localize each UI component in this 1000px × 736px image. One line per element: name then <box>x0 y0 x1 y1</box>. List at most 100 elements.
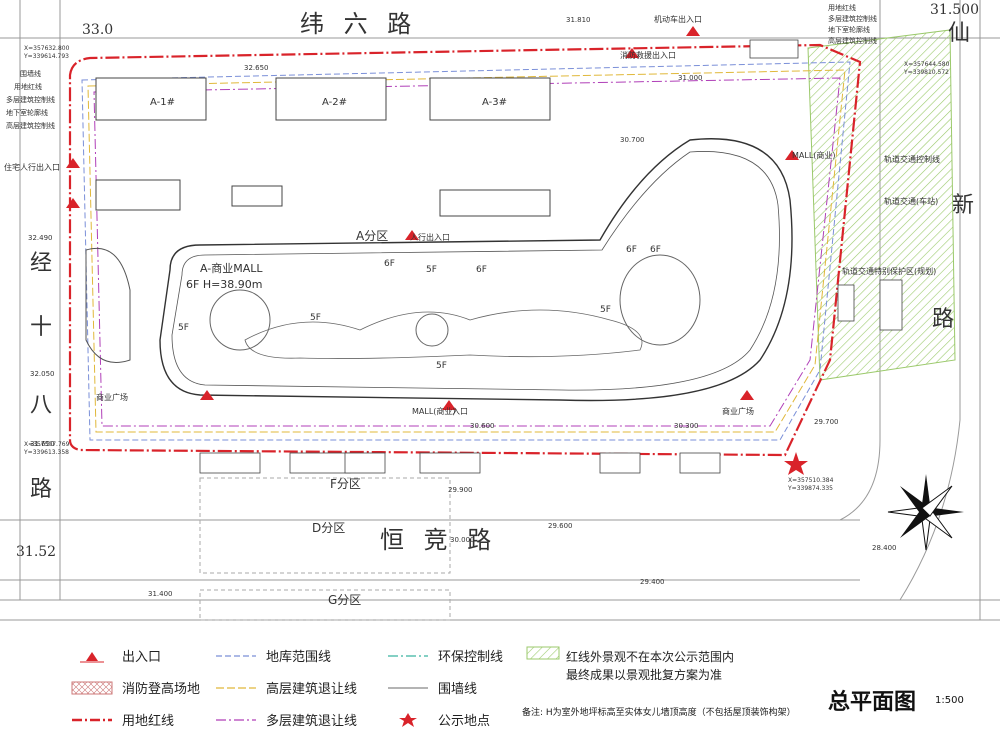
legend-star-label: 公示地点 <box>438 714 491 729</box>
svg-text:多层建筑控制线: 多层建筑控制线 <box>6 95 55 104</box>
zone-f: F分区 <box>330 477 361 491</box>
svg-text:32.050: 32.050 <box>30 370 55 378</box>
legend-multistory: 多层建筑退让线 <box>214 710 357 729</box>
svg-text:30.700: 30.700 <box>620 136 645 144</box>
label-rail-protection: 轨道交通特别保护区(规划) <box>842 266 936 276</box>
drawing-scale: 1:500 <box>935 695 964 706</box>
label-rail-control: 轨道交通控制线 <box>884 154 940 164</box>
floor-label-8: 6F <box>650 245 661 255</box>
legend-highrise-label: 高层建筑退让线 <box>266 682 358 697</box>
label-motor-entry: 机动车出入口 <box>654 14 702 24</box>
label-mall-entry: 入口 <box>452 407 468 416</box>
label-person-entry: 人行出入口 <box>410 232 450 242</box>
svg-text:31.400: 31.400 <box>148 590 173 598</box>
legend-wall: 围墙线 <box>386 678 477 697</box>
road-west-2: 十 <box>30 315 52 340</box>
drawing-title: 总平面图 <box>828 690 917 715</box>
building-a1: A-1# <box>150 97 175 108</box>
legend-fire: 消防登高场地 <box>70 678 200 697</box>
zone-a: A分区 <box>356 229 388 243</box>
svg-text:29.400: 29.400 <box>640 578 665 586</box>
landscape-note: 红线外景观不在本次公示范围内 最终成果以景观批复方案为准 <box>566 648 734 684</box>
floor-label-1: 5F <box>178 323 189 333</box>
legend-entrance: 出入口 <box>70 646 161 665</box>
legend-wall-label: 围墙线 <box>438 682 478 697</box>
svg-text:高层建筑控制线: 高层建筑控制线 <box>6 121 55 130</box>
left-line-labels: 围墙线 用地红线 多层建筑控制线 地下室轮廓线 高层建筑控制线 <box>6 69 55 130</box>
redline-icon <box>70 713 114 727</box>
highrise-line-icon <box>214 681 258 695</box>
basement-line-icon <box>214 649 258 663</box>
entrance-icon <box>70 649 114 663</box>
residential-blocks <box>95 77 551 217</box>
floor-label-5: 5F <box>436 361 447 371</box>
remark-note: 备注: H为室外地坪标高至实体女儿墙顶高度（不包括屋顶装饰构架） <box>522 708 796 718</box>
label-mall-north: MALL(商业) <box>792 150 836 160</box>
road-west-1: 经 <box>30 251 52 276</box>
multistory-setback-line <box>93 77 841 427</box>
svg-text:31.650: 31.650 <box>30 440 55 448</box>
legend-fire-label: 消防登高场地 <box>122 682 201 697</box>
legend: 出入口 消防登高场地 用地红线 地库范围线 高层建筑退让线 多层建筑退让线 环保… <box>0 628 1000 736</box>
atrium-oval-mid <box>415 313 449 347</box>
mall-footprint <box>159 138 793 402</box>
svg-text:29.600: 29.600 <box>548 522 573 530</box>
road-network <box>0 0 1000 621</box>
road-north: 纬 六 路 <box>300 10 417 38</box>
legend-highrise: 高层建筑退让线 <box>214 678 357 697</box>
landscape-note-line-1: 红线外景观不在本次公示范围内 <box>566 650 735 664</box>
floor-label-6: 5F <box>310 313 321 323</box>
label-mall-south: MALL(商业) <box>412 406 456 416</box>
svg-text:31.000: 31.000 <box>678 74 703 82</box>
site-red-line <box>68 43 862 457</box>
legend-entrance-label: 出入口 <box>122 650 162 665</box>
fire-area-icon <box>70 681 114 695</box>
svg-text:用地红线: 用地红线 <box>828 3 856 12</box>
west-ramp <box>85 248 131 363</box>
svg-text:30.300: 30.300 <box>674 422 699 430</box>
svg-text:用地红线: 用地红线 <box>14 82 42 91</box>
legend-basement-label: 地库范围线 <box>266 650 332 665</box>
metro-entrances <box>199 452 721 474</box>
env-line-icon <box>386 649 430 663</box>
north-arrow-icon <box>887 474 964 551</box>
legend-multistory-label: 多层建筑退让线 <box>266 714 358 729</box>
road-east-3: 路 <box>932 307 954 332</box>
svg-text:X=357632.800: X=357632.800 <box>24 45 70 52</box>
svg-text:31.810: 31.810 <box>566 16 591 24</box>
building-a3: A-3# <box>482 97 507 108</box>
svg-text:32.650: 32.650 <box>244 64 269 72</box>
legend-landscape <box>526 646 568 660</box>
legend-basement: 地库范围线 <box>214 646 331 665</box>
svg-text:30.000: 30.000 <box>450 536 475 544</box>
legend-redline: 用地红线 <box>70 710 174 729</box>
road-west-4: 路 <box>30 477 52 502</box>
svg-text:31.500: 31.500 <box>930 2 979 18</box>
svg-text:地下室轮廓线: 地下室轮廓线 <box>6 108 48 117</box>
svg-text:Y=339810.572: Y=339810.572 <box>903 69 949 76</box>
road-south: 恒 竞 路 <box>380 526 497 554</box>
elevation-labels: 33.0 32.650 31.810 30.700 29.700 28.400 … <box>16 2 979 598</box>
floor-label-9: 6F <box>384 259 395 269</box>
road-west-3: 八 <box>30 393 52 418</box>
label-residential-entry: 住宅人行出入口 <box>4 162 60 172</box>
floor-label-2: 5F <box>426 265 437 275</box>
label-rail-facility: 轨道交通(车站) <box>884 196 938 206</box>
corner-coordinates: X=357632.800 Y=339614.793 X=357644.580 Y… <box>23 45 950 492</box>
svg-text:28.400: 28.400 <box>872 544 897 552</box>
legend-env: 环保控制线 <box>386 646 503 665</box>
label-fire-exit: 消防救援出入口 <box>620 50 676 60</box>
svg-text:30.600: 30.600 <box>470 422 495 430</box>
svg-text:29.700: 29.700 <box>814 418 839 426</box>
building-a2: A-2# <box>322 97 347 108</box>
svg-text:33.0: 33.0 <box>82 22 113 38</box>
entrance-markers <box>66 26 799 410</box>
svg-text:围墙线: 围墙线 <box>20 69 41 78</box>
floor-label-7: 5F <box>600 305 611 315</box>
label-plaza-west: 商业广场 <box>96 392 128 402</box>
svg-text:X=357507.769: X=357507.769 <box>24 441 70 448</box>
landscape-hatch-icon <box>526 646 560 660</box>
svg-text:X=357644.580: X=357644.580 <box>904 61 950 68</box>
landscape-note-line-2: 最终成果以景观批复方案为准 <box>566 668 723 682</box>
